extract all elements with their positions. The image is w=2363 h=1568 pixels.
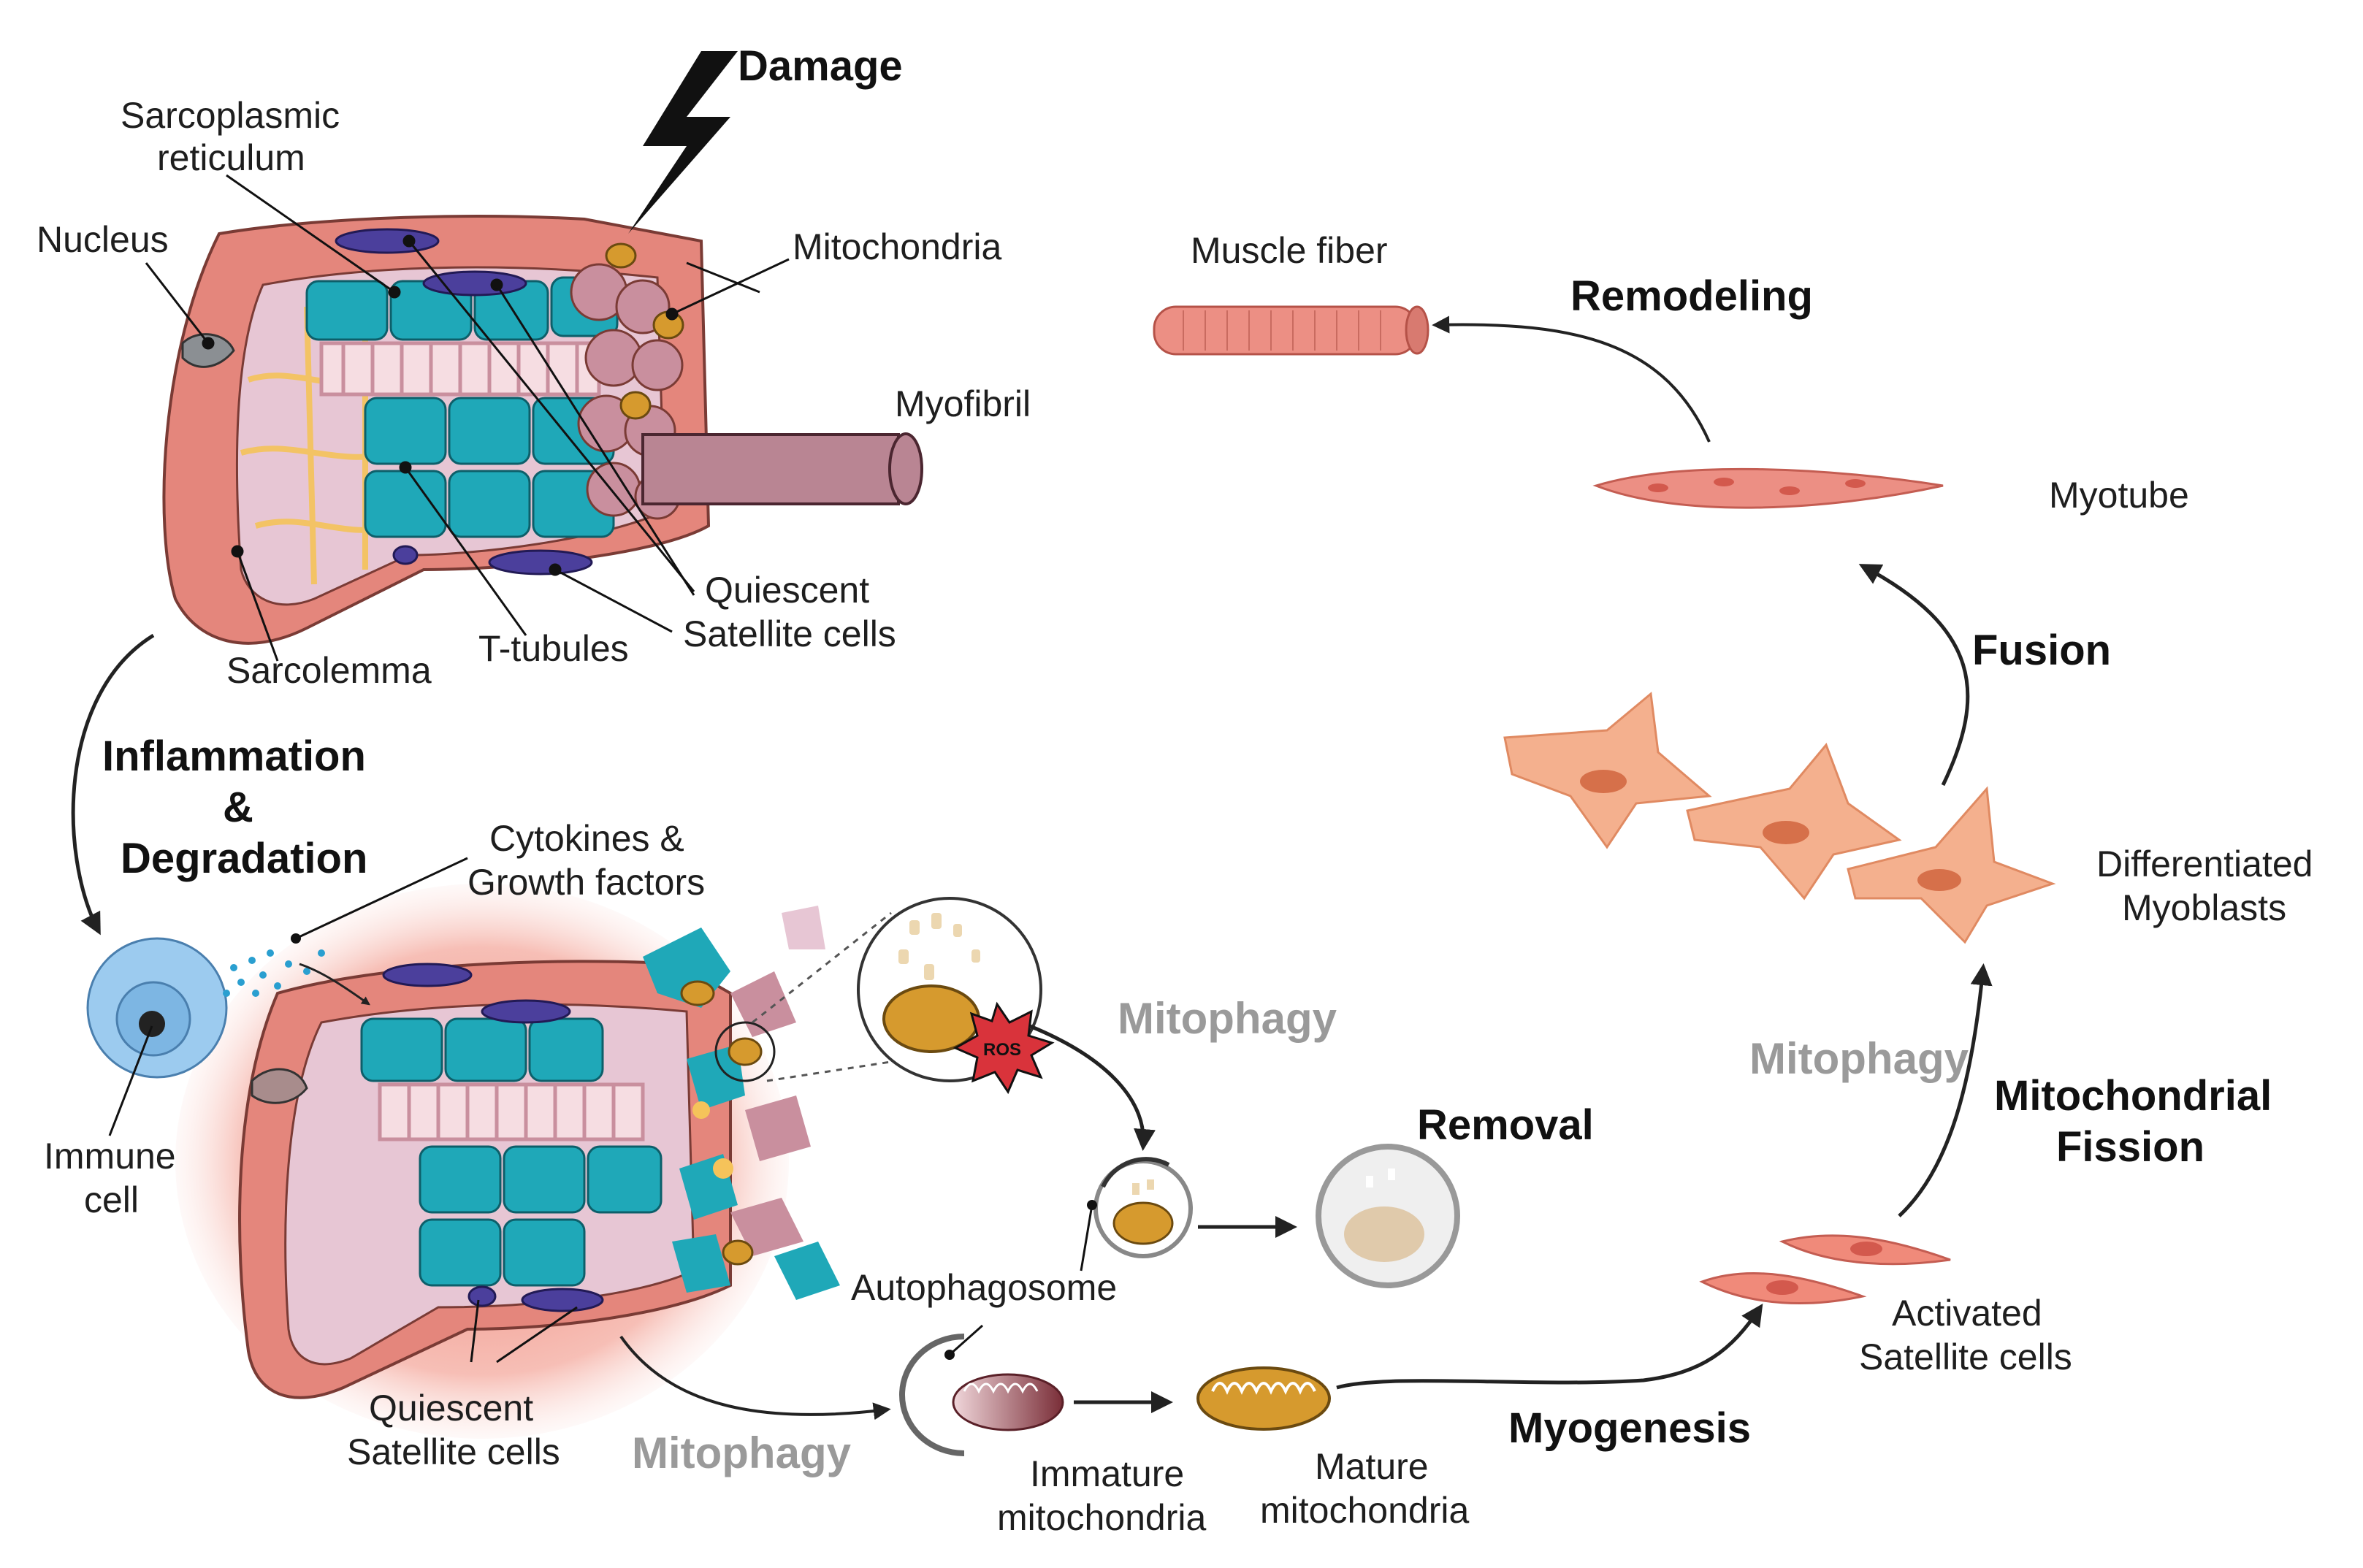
immune-cell — [86, 937, 228, 1079]
label-sarcolemma: Sarcolemma — [226, 650, 432, 691]
nucleus-gray — [181, 333, 235, 368]
cytokine-dots — [223, 949, 325, 997]
arrow-fusion — [1858, 564, 1970, 787]
arrow-mitophagy-top — [1029, 1024, 1156, 1151]
arrow-inflammation — [71, 633, 155, 936]
lysosome-removal — [1316, 1144, 1460, 1288]
label-myotube: Myotube — [2049, 475, 2189, 516]
debris-fragments — [643, 906, 840, 1300]
muscle-block-healthy — [162, 51, 923, 645]
differentiated-myoblasts — [1503, 692, 2056, 944]
immature-mitochondrion — [899, 1334, 1064, 1456]
label-damage: Damage — [738, 42, 903, 90]
label-immature-2: mitochondria — [997, 1497, 1206, 1538]
lightning-bolt-icon — [628, 51, 738, 234]
myofibril-rod — [641, 432, 923, 505]
ros-label: ROS — [983, 1040, 1021, 1060]
label-immature-1: Immature — [1030, 1453, 1184, 1494]
label-quiescent-bottom-1: Quiescent — [369, 1388, 533, 1429]
label-muscle-fiber: Muscle fiber — [1191, 230, 1388, 271]
label-mito-fission-2: Fission — [2056, 1123, 2204, 1171]
label-immune-2: cell — [84, 1179, 139, 1220]
label-inflammation-3: Degradation — [121, 835, 367, 882]
myotube — [1592, 467, 1944, 509]
label-activated-2: Satellite cells — [1859, 1336, 2072, 1377]
label-fusion: Fusion — [1972, 627, 2111, 674]
nuclei-purple — [335, 228, 593, 575]
label-mito-fission-1: Mitochondrial — [1994, 1072, 2272, 1120]
arrow-myogenesis — [1336, 1304, 1763, 1390]
myofibril-stripes — [319, 341, 601, 397]
label-inflammation-2: & — [223, 784, 253, 831]
label-mature-1: Mature — [1315, 1446, 1429, 1487]
label-differentiated-1: Differentiated — [2096, 844, 2313, 884]
mature-mitochondrion — [1196, 1366, 1331, 1431]
label-differentiated-2: Myoblasts — [2122, 887, 2286, 928]
arrow-mitophagy-bottom — [619, 1335, 891, 1420]
pointer-lines-top — [145, 174, 790, 662]
muscle-block-damaged — [238, 906, 840, 1399]
label-mature-2: mitochondria — [1260, 1490, 1469, 1531]
label-immune-1: Immune — [44, 1136, 176, 1177]
label-removal: Removal — [1417, 1101, 1594, 1149]
label-quiescent-bottom-2: Satellite cells — [347, 1431, 560, 1472]
arrow-remodeling — [1432, 315, 1711, 443]
zoom-lines — [752, 911, 958, 1082]
pointer-autophagosome — [1080, 1204, 1093, 1271]
muscle-fiber — [1153, 305, 1429, 356]
label-myofibril: Myofibril — [895, 383, 1031, 424]
label-autophagosome: Autophagosome — [851, 1267, 1117, 1308]
label-cytokines-1: Cytokines & — [489, 818, 684, 859]
label-activated-1: Activated — [1892, 1293, 2042, 1334]
label-quiescent-top-2: Satellite cells — [683, 613, 896, 654]
autophagosome — [1093, 1157, 1193, 1258]
label-sarcoplasmic-2: reticulum — [157, 137, 305, 178]
label-mitophagy-top: Mitophagy — [1118, 994, 1337, 1043]
label-inflammation-1: Inflammation — [102, 733, 366, 780]
label-t-tubules: T-tubules — [478, 628, 629, 669]
activated-satellite-cells — [1699, 1234, 1951, 1304]
label-mitophagy-bottom: Mitophagy — [632, 1429, 852, 1477]
label-sarcoplasmic-1: Sarcoplasmic — [121, 95, 340, 136]
label-quiescent-top-1: Quiescent — [705, 570, 869, 611]
label-nucleus: Nucleus — [37, 219, 169, 260]
label-mitochondria: Mitochondria — [793, 226, 1001, 267]
label-myogenesis: Myogenesis — [1508, 1404, 1751, 1452]
label-cytokines-2: Growth factors — [467, 862, 705, 903]
label-remodeling: Remodeling — [1570, 272, 1813, 320]
arrow-mito-fission — [1898, 963, 1993, 1217]
label-mitophagy-right: Mitophagy — [1749, 1034, 1969, 1083]
